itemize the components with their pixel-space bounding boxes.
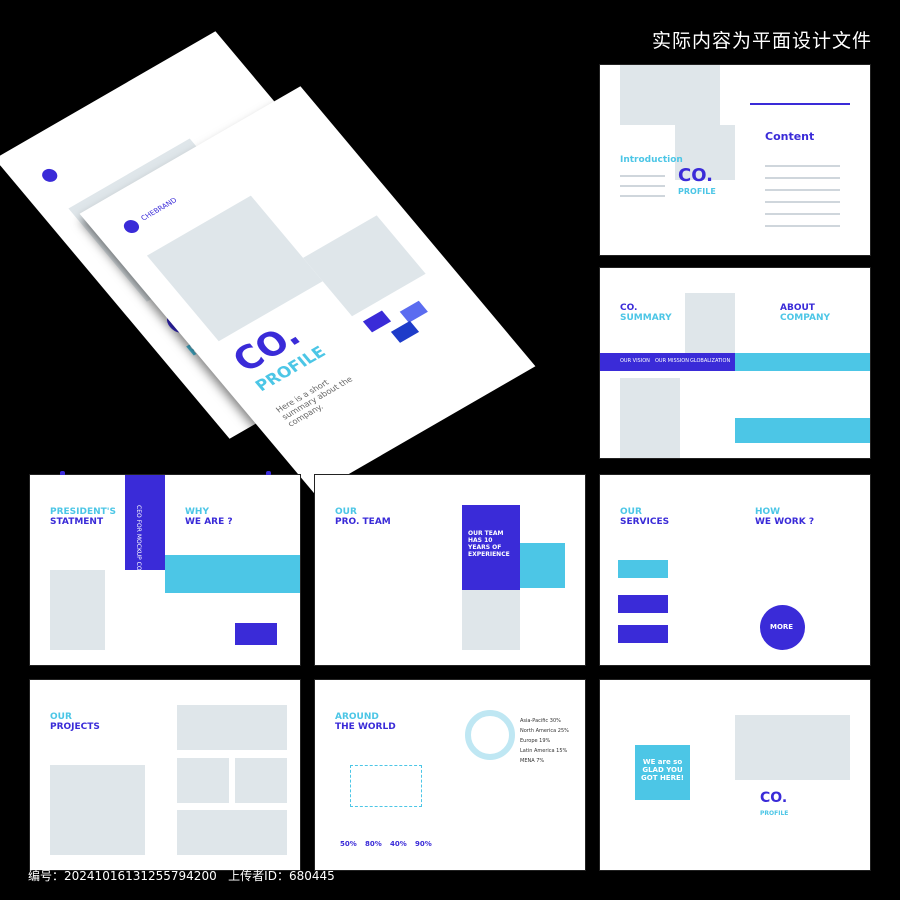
- image-placeholder: [50, 765, 145, 855]
- region-3: Europe 19%: [520, 738, 551, 744]
- experience-box: [462, 505, 520, 590]
- more-label: MORE: [770, 623, 794, 631]
- message-box: [635, 745, 690, 800]
- experience-text: OUR TEAM HAS 10 YEARS OF EXPERIENCE: [468, 530, 510, 558]
- summary-title1: CO.: [620, 303, 638, 313]
- pixel-block: [399, 300, 428, 323]
- stat-2: 80%: [365, 840, 382, 848]
- mission-label: OUR MISSION: [655, 358, 689, 364]
- back-profile: PROFILE: [760, 810, 789, 817]
- header-caption: 实际内容为平面设计文件: [651, 30, 872, 52]
- image-placeholder: [735, 715, 850, 780]
- toc-line: [765, 225, 840, 227]
- id-label: 编号：: [28, 869, 65, 883]
- world-title1: AROUND: [335, 712, 379, 722]
- summary-title2: SUMMARY: [620, 313, 672, 323]
- toc-line: [765, 177, 840, 179]
- pixel-block: [362, 310, 392, 333]
- spread-summary: CO. SUMMARY OUR VISION OUR MISSION GLOBA…: [600, 268, 870, 458]
- logo-badge: [39, 166, 61, 185]
- service-card: [618, 595, 668, 613]
- content-title: Content: [765, 130, 815, 143]
- world-network: [350, 765, 422, 807]
- world-title2: THE WORLD: [335, 722, 396, 732]
- info-card: [235, 623, 277, 645]
- more-circle: [760, 605, 805, 650]
- why-title1: WHY: [185, 507, 209, 517]
- info-banner: [165, 555, 300, 593]
- text-line: [620, 195, 665, 197]
- toc-line: [765, 213, 840, 215]
- image-placeholder: [177, 705, 287, 750]
- toc-line: [765, 165, 840, 167]
- how-title1: HOW: [755, 507, 781, 517]
- stat-1: 50%: [340, 840, 357, 848]
- image-placeholder: [620, 65, 720, 125]
- president-title2: STATMENT: [50, 517, 104, 527]
- projects-title2: PROJECTS: [50, 722, 100, 732]
- uploader-label: 上传者ID：: [228, 869, 289, 883]
- text-line: [620, 175, 665, 177]
- services-title1: OUR: [620, 507, 642, 517]
- region-2: North America 25%: [520, 728, 569, 734]
- president-title1: PRESIDENT'S: [50, 507, 117, 517]
- logo-badge: [120, 217, 143, 236]
- spread-world: AROUND THE WORLD 50% 80% 40% 90% Asia-Pa…: [315, 680, 585, 870]
- about-title2: COMPANY: [780, 313, 830, 323]
- spread-projects: OUR PROJECTS: [30, 680, 300, 870]
- accent-rule: [750, 103, 850, 105]
- pixel-block: [390, 320, 420, 343]
- region-1: Asia-Pacific 30%: [520, 718, 561, 724]
- toc-profile: PROFILE: [678, 187, 716, 196]
- footer: 编号：20241016131255794200 上传者ID：680445: [28, 867, 335, 884]
- spread-contents: Introduction CO. PROFILE Content: [600, 65, 870, 255]
- ceo-band: [125, 475, 165, 570]
- global-label: GLOBALIZATION: [690, 358, 731, 364]
- stat-4: 90%: [415, 840, 432, 848]
- info-bar: [600, 353, 735, 371]
- vision-label: OUR VISION: [620, 358, 650, 364]
- uploader-value: 680445: [288, 869, 335, 883]
- id-value: 20241016131255794200: [64, 869, 217, 883]
- region-5: MENA 7%: [520, 758, 545, 764]
- toc-line: [765, 189, 840, 191]
- image-placeholder: [177, 810, 287, 855]
- why-title2: WE ARE ?: [185, 517, 233, 527]
- message-text: WE are so GLAD YOU GOT HERE!: [641, 758, 684, 782]
- toc-line: [765, 201, 840, 203]
- image-placeholder: [146, 195, 323, 342]
- service-card: [618, 625, 668, 643]
- image-placeholder: [50, 570, 105, 650]
- services-title2: SERVICES: [620, 517, 670, 527]
- team-icon-box: [520, 543, 565, 588]
- projects-title1: OUR: [50, 712, 72, 722]
- image-placeholder: [177, 758, 229, 803]
- image-placeholder: [675, 125, 735, 180]
- team-title1: OUR: [335, 507, 357, 517]
- image-placeholder: [620, 378, 680, 458]
- image-placeholder: [303, 215, 426, 317]
- spread-team: OUR PRO. TEAM OUR TEAM HAS 10 YEARS OF E…: [315, 475, 585, 665]
- message-bar: [735, 418, 870, 443]
- spread-back: WE are so GLAD YOU GOT HERE! CO. PROFILE: [600, 680, 870, 870]
- region-4: Latin America 15%: [520, 748, 568, 754]
- how-title2: WE WORK ?: [755, 517, 815, 527]
- text-line: [620, 185, 665, 187]
- about-title1: ABOUT: [780, 303, 815, 313]
- back-co: CO.: [760, 790, 788, 806]
- intro-title: Introduction: [620, 155, 683, 165]
- image-placeholder: [685, 293, 735, 353]
- ceo-label: CEO FOR MOCKUP CO.: [135, 505, 142, 573]
- service-card: [618, 560, 668, 578]
- spread-services: OUR SERVICES HOW WE WORK ? MORE: [600, 475, 870, 665]
- image-placeholder: [462, 590, 520, 650]
- logo-text: CHEBRAND: [139, 196, 179, 223]
- image-placeholder: [235, 758, 287, 803]
- team-title2: PRO. TEAM: [335, 517, 391, 527]
- target-icon: [465, 710, 515, 760]
- stat-3: 40%: [390, 840, 407, 848]
- steps-bar: [735, 353, 870, 371]
- spread-president: PRESIDENT'S STATMENT CEO FOR MOCKUP CO. …: [30, 471, 300, 665]
- toc-co: CO.: [678, 165, 713, 186]
